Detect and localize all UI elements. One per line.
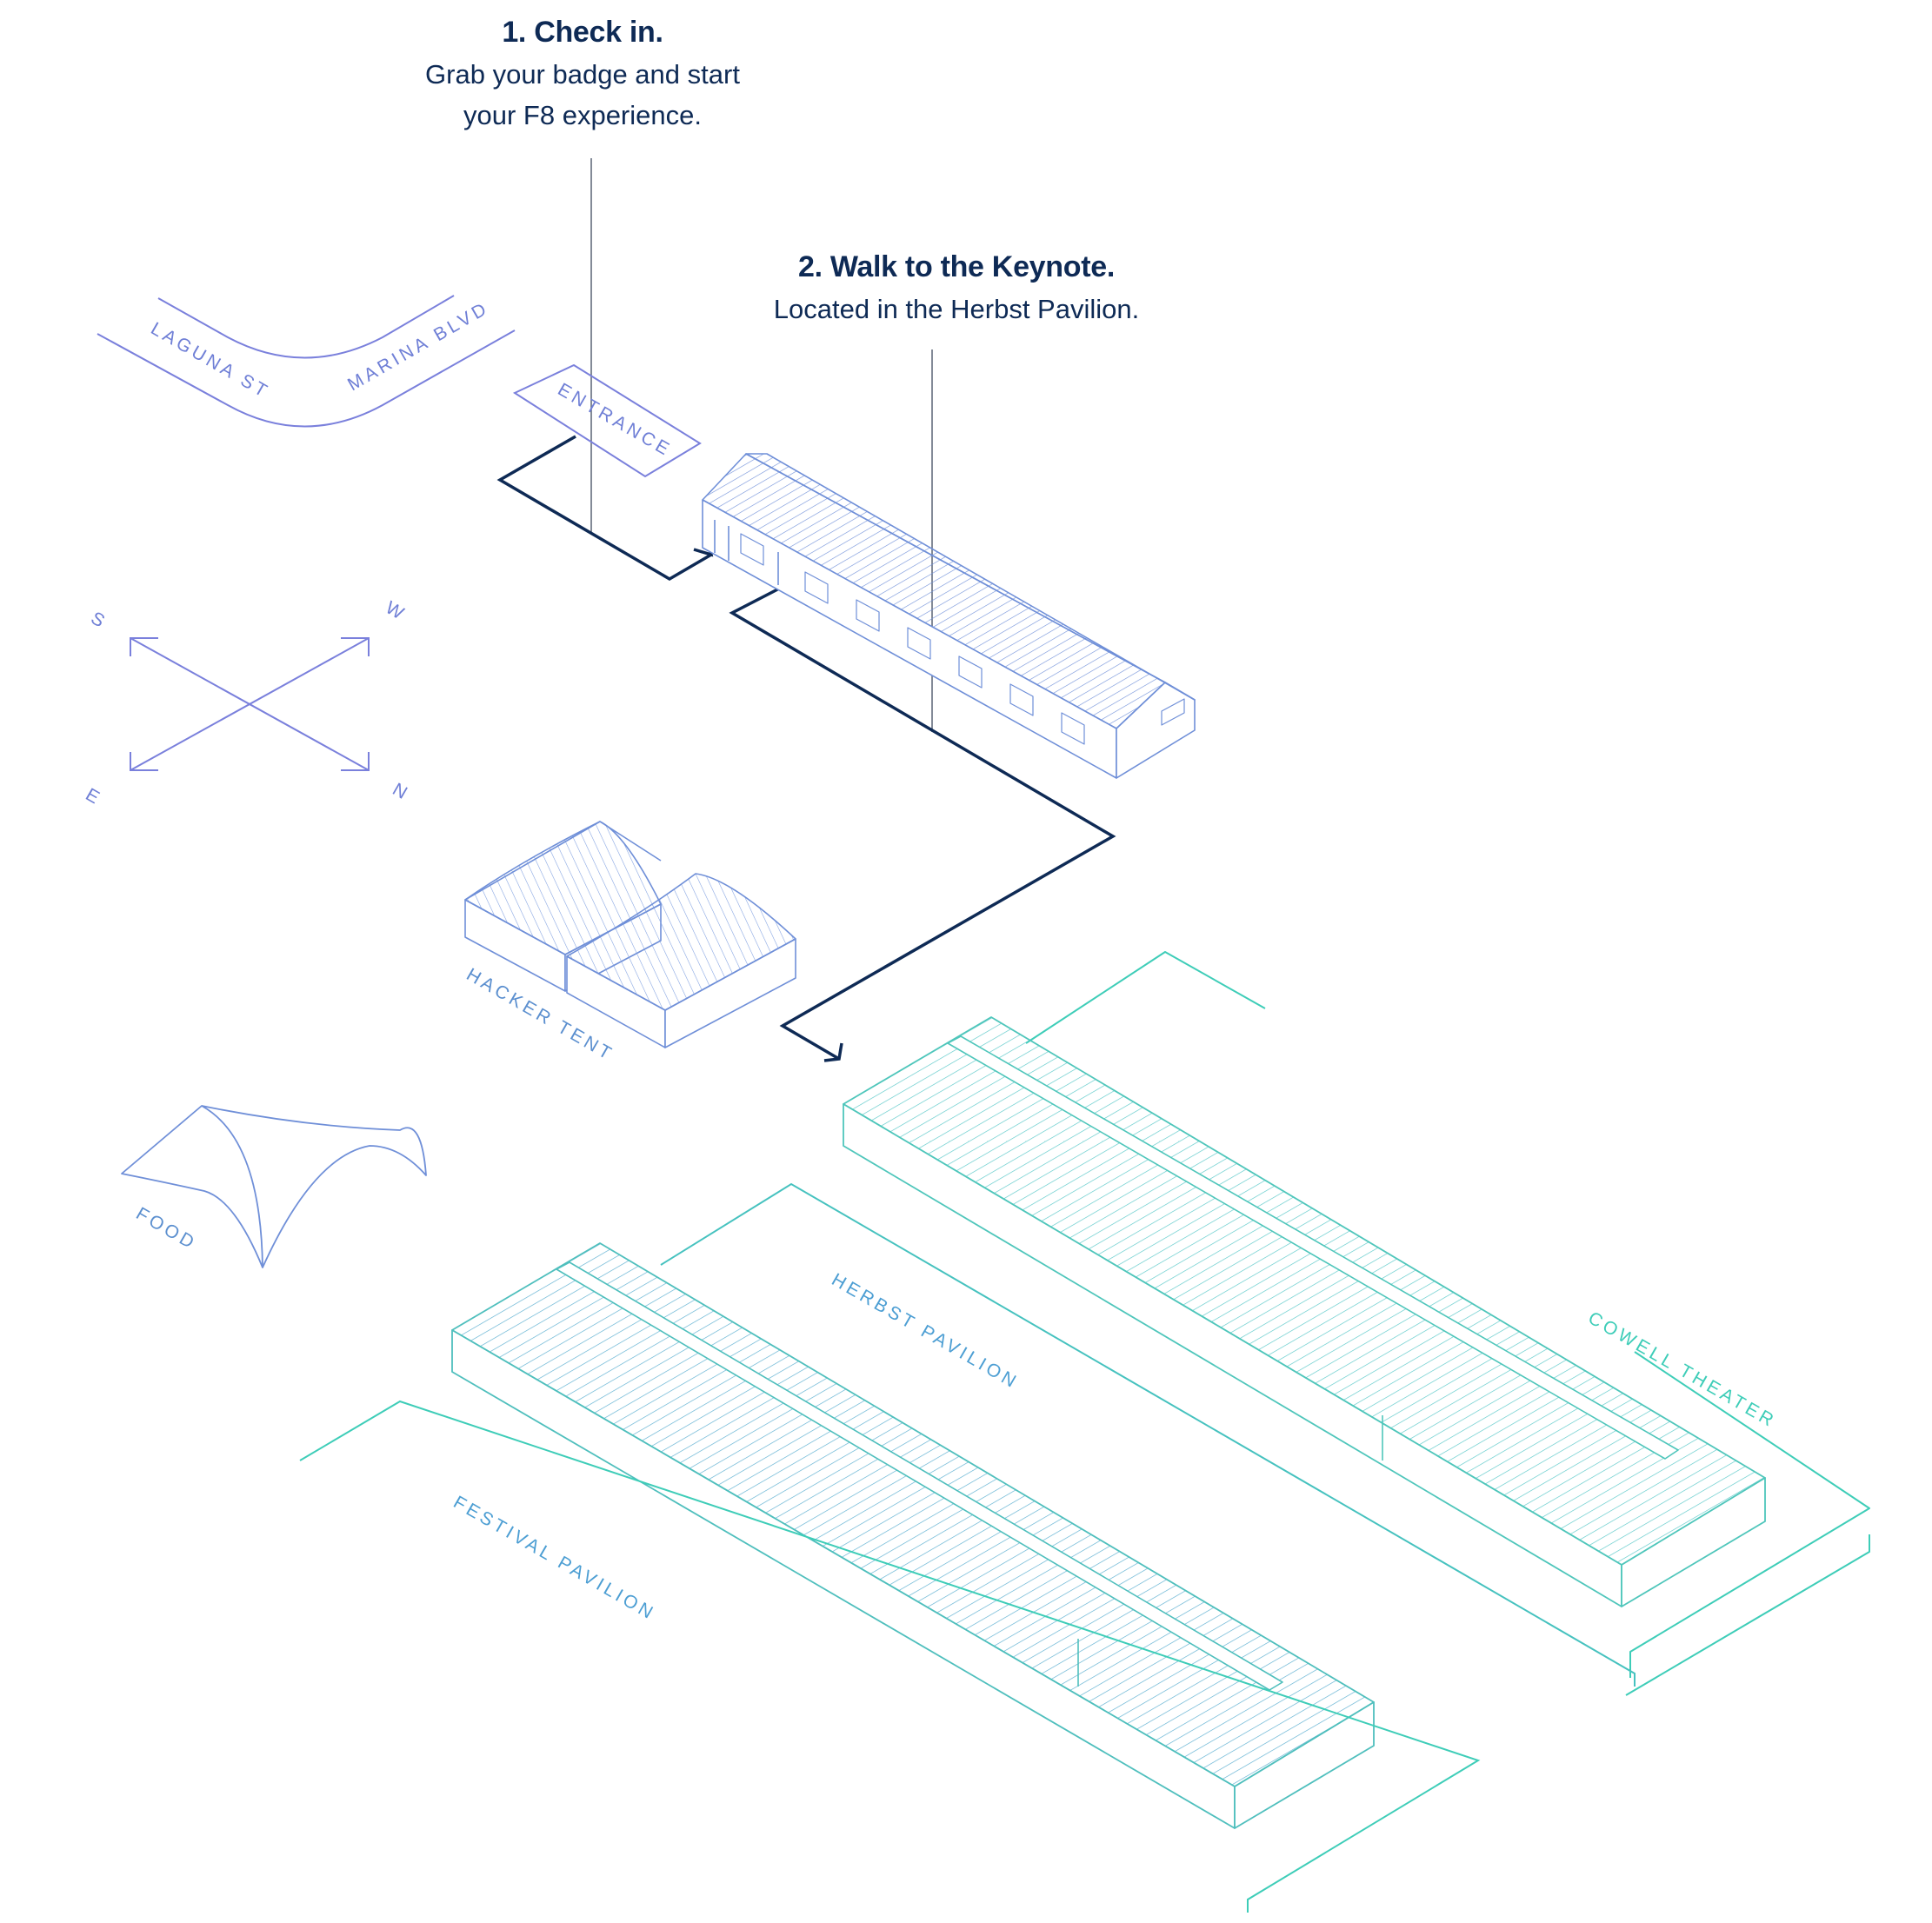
compass xyxy=(130,637,370,771)
check-in-callout: 1. Check in. Grab your badge and start y… xyxy=(365,10,800,136)
food-label: FOOD xyxy=(133,1203,201,1254)
laguna-st-label: LAGUNA ST xyxy=(148,318,274,403)
streets xyxy=(97,295,516,428)
check-in-line-2: your F8 experience. xyxy=(463,100,702,130)
check-in-line-1: Grab your badge and start xyxy=(425,59,740,90)
festival-pavilion-pier xyxy=(299,1400,1481,1913)
herbst-pavilion-walkway xyxy=(660,1182,1636,1687)
food-canopy xyxy=(121,1105,427,1268)
keynote-callout: 2. Walk to the Keynote. Located in the H… xyxy=(696,245,1217,329)
keynote-title: 2. Walk to the Keynote. xyxy=(797,250,1115,283)
marina-blvd-label: MARINA BLVD xyxy=(344,298,493,396)
compass-n: N xyxy=(390,779,414,805)
festival-pavilion xyxy=(451,1242,1375,1829)
check-in-title: 1. Check in. xyxy=(502,16,663,49)
entrance-label: ENTRANCE xyxy=(555,379,676,461)
festival-pavilion-label: FESTIVAL PAVILION xyxy=(450,1492,660,1624)
check-in-building xyxy=(702,453,1196,779)
entrance-pad xyxy=(512,363,702,478)
herbst-pavilion-label: HERBST PAVILION xyxy=(829,1269,1023,1393)
keynote-line-1: Located in the Herbst Pavilion. xyxy=(773,294,1140,324)
compass-w: W xyxy=(383,597,410,625)
compass-e: E xyxy=(83,784,106,809)
cowell-theater xyxy=(843,951,1870,1696)
hacker-tent xyxy=(464,821,796,1048)
compass-s: S xyxy=(88,608,111,633)
